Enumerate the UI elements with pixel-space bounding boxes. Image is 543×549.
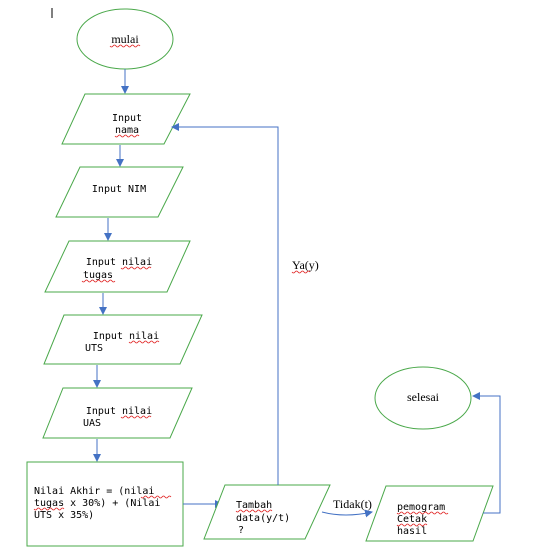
input-tugas-line2: tugas — [83, 270, 113, 281]
input-uts-shape: Input nilai UTS — [43, 314, 203, 365]
process-line1: Nilai Akhir = (nilai — [34, 486, 154, 497]
decision-line3: ? — [238, 525, 244, 536]
end-label: selesai — [407, 390, 440, 404]
input-uas-line2: UAS — [83, 418, 101, 429]
input-uts-line1: Input nilai — [93, 331, 159, 342]
process-line2: tugas x 30%) + (Nilai — [34, 498, 160, 509]
process-line3: UTS x 35%) — [34, 510, 94, 521]
arrow-no-to-output — [321, 509, 373, 518]
decision-line1: Tambah — [236, 500, 272, 511]
decision-shape: Tambah data(y/t) ? — [203, 484, 331, 540]
output-line3: hasil — [397, 526, 427, 537]
end-terminal: selesai — [374, 366, 472, 430]
input-nim-label: Input NIM — [92, 184, 146, 195]
input-uas-line1: Input nilai — [86, 406, 152, 417]
input-nama-line2: nama — [115, 125, 139, 136]
start-label: mulai — [111, 32, 139, 46]
input-uts-line2: UTS — [85, 343, 103, 354]
label-yes: Ya(y) — [292, 258, 319, 272]
output-line2: Cetak — [397, 514, 427, 525]
arrow-output-to-end — [472, 392, 501, 514]
process-box: Nilai Akhir = (nilai tugas x 30%) + (Nil… — [26, 461, 184, 547]
input-nama-line1: Input — [112, 113, 142, 124]
input-nim-shape: Input NIM — [55, 166, 184, 218]
output-line1: pemogram — [397, 502, 445, 513]
output-shape: pemogram Cetak hasil — [365, 485, 494, 542]
input-uas-shape: Input nilai UAS — [42, 387, 193, 439]
input-nama-shape: Input nama — [61, 93, 191, 145]
input-tugas-shape: Input nilai tugas — [44, 240, 191, 293]
decision-line2: data(y/t) — [236, 513, 290, 524]
start-terminal: mulai — [76, 8, 174, 70]
label-no: Tidak(t) — [333, 497, 372, 511]
arrow-yes-loop — [171, 123, 279, 485]
input-tugas-line1: Input nilai — [86, 257, 152, 268]
